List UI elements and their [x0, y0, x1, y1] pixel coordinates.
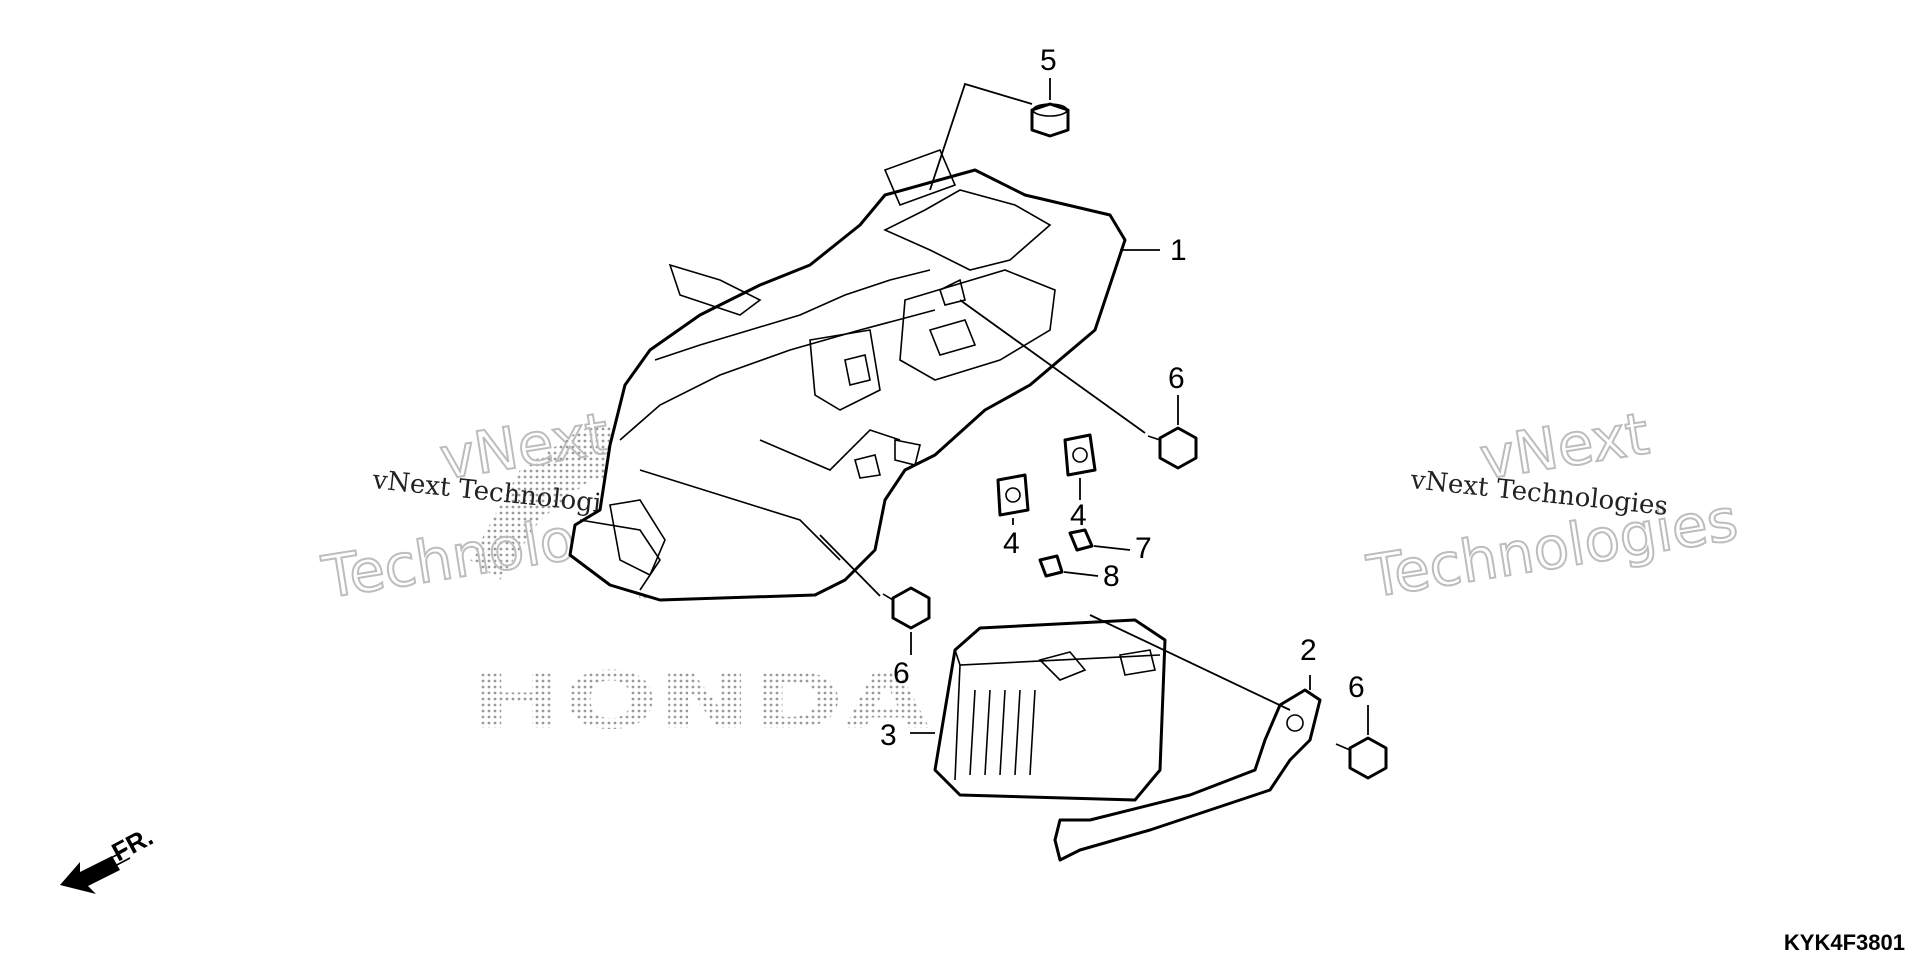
callout-4-lower: 4	[1003, 527, 1020, 560]
callout-6-right-lower: 6	[1348, 671, 1365, 704]
watermark-right: vNext Technologies vNext Technologies	[1361, 398, 1743, 612]
callout-6-right-upper: 6	[1168, 362, 1185, 395]
front-direction-arrow: FR.	[60, 821, 158, 894]
cushion-part-4-lower	[996, 473, 1030, 517]
leader-lines	[819, 78, 1369, 735]
diagram-code: KYK4F3801	[1784, 930, 1905, 955]
callout-2: 2	[1300, 634, 1317, 667]
battery-band-part-2	[1053, 688, 1322, 862]
cushion-part-4-upper	[1063, 433, 1097, 477]
grommet-part-5	[1030, 102, 1070, 138]
terminal-part-7	[1068, 528, 1094, 552]
callout-6-center: 6	[893, 657, 910, 690]
callout-5: 5	[1040, 44, 1057, 77]
callout-4-upper: 4	[1070, 499, 1087, 532]
callout-7: 7	[1135, 532, 1152, 565]
honda-brand-text: HONDA	[470, 657, 930, 747]
callout-8: 8	[1103, 560, 1120, 593]
battery-case-part-1	[568, 148, 1127, 602]
callout-3: 3	[880, 719, 897, 752]
bolt-part-6-center	[882, 586, 931, 630]
terminal-part-8	[1038, 554, 1064, 578]
bolt-part-6-right-upper	[1147, 426, 1198, 470]
callout-1: 1	[1170, 234, 1187, 267]
battery-part-3	[933, 618, 1167, 802]
callout-labels: 1 2 3 4 4 5 6 6 6 7 8	[880, 44, 1365, 752]
bolt-part-6-right-lower	[1335, 736, 1388, 780]
